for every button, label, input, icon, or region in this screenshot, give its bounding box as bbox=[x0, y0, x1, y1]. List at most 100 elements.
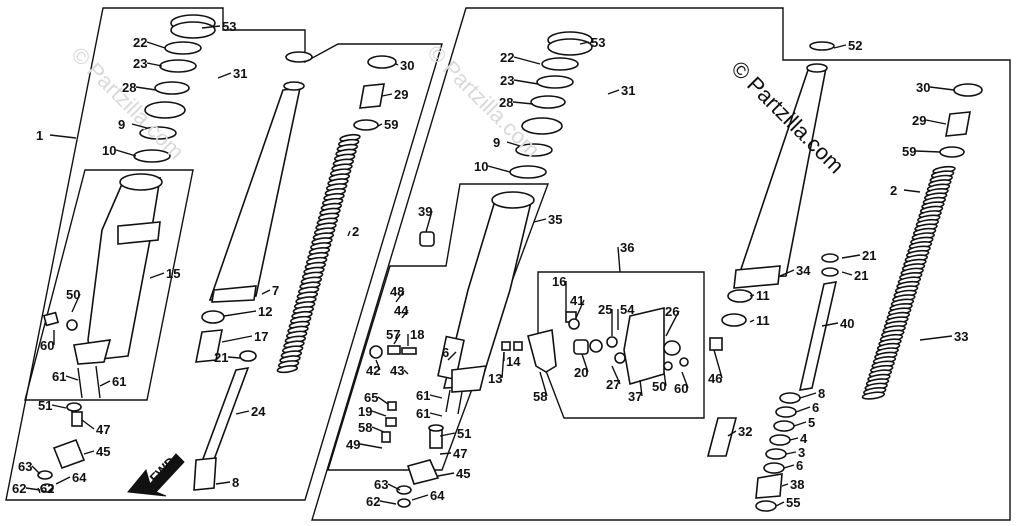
callout-left-64: 64 bbox=[72, 470, 87, 485]
callout-right-20: 20 bbox=[574, 365, 588, 380]
left-fork-slider bbox=[73, 173, 163, 365]
leader-line bbox=[261, 289, 271, 295]
leader-line bbox=[437, 472, 455, 477]
callout-right-27: 27 bbox=[606, 377, 620, 392]
callout-right-16: 16 bbox=[552, 274, 566, 289]
callout-right-45: 45 bbox=[456, 466, 470, 481]
left-fork-tube bbox=[193, 51, 313, 491]
callout-right-26: 26 bbox=[665, 304, 679, 319]
leader-line bbox=[393, 333, 401, 345]
right-fork-tube bbox=[721, 41, 835, 327]
leader-line bbox=[395, 63, 399, 66]
callout-left-7: 7 bbox=[272, 283, 279, 298]
callout-right-54: 54 bbox=[620, 302, 635, 317]
leader-line bbox=[506, 141, 521, 147]
callout-right-6: 6 bbox=[796, 458, 803, 473]
callout-right-59: 59 bbox=[902, 144, 916, 159]
callout-right-18: 18 bbox=[410, 327, 424, 342]
leader-line bbox=[663, 371, 667, 387]
leader-line bbox=[749, 319, 755, 323]
callout-left-21: 21 bbox=[214, 350, 228, 365]
callout-right-65: 65 bbox=[364, 390, 378, 405]
callout-right-13: 13 bbox=[488, 371, 502, 386]
left-fork-frame bbox=[5, 7, 443, 501]
callout-left-47: 47 bbox=[96, 422, 110, 437]
right-fork-inner-frame bbox=[327, 183, 550, 471]
leader-line bbox=[55, 476, 71, 485]
callout-right-25: 25 bbox=[598, 302, 612, 317]
callout-right-11: 11 bbox=[756, 288, 770, 303]
leader-line bbox=[799, 392, 817, 399]
leader-line bbox=[447, 351, 457, 361]
callout-right-51: 51 bbox=[457, 426, 471, 441]
leader-line bbox=[429, 412, 443, 417]
leader-line bbox=[83, 450, 95, 455]
callout-left-2: 2 bbox=[352, 224, 359, 239]
callout-right-64: 64 bbox=[430, 488, 445, 503]
leader-line bbox=[401, 309, 409, 319]
callout-left-24: 24 bbox=[251, 404, 266, 419]
leader-line bbox=[411, 494, 429, 501]
callout-left-17: 17 bbox=[254, 329, 268, 344]
callout-right-58: 58 bbox=[533, 389, 547, 404]
leader-line bbox=[99, 380, 111, 387]
leader-line bbox=[903, 189, 921, 193]
spring-coil bbox=[861, 391, 886, 400]
leader-line bbox=[65, 375, 79, 381]
leader-line bbox=[381, 93, 393, 97]
leader-line bbox=[513, 79, 539, 85]
leader-line bbox=[395, 290, 405, 303]
leader-line bbox=[223, 310, 257, 317]
callout-right-32: 32 bbox=[738, 424, 752, 439]
callout-right-22: 22 bbox=[500, 50, 514, 65]
leader-line bbox=[665, 310, 680, 337]
callout-right-33: 33 bbox=[954, 329, 968, 344]
callout-right-3: 3 bbox=[798, 445, 805, 460]
callout-left-45: 45 bbox=[96, 444, 110, 459]
callout-right-62: 62 bbox=[366, 494, 380, 509]
callout-left-28: 28 bbox=[122, 80, 136, 95]
leader-line bbox=[217, 72, 232, 79]
leader-line bbox=[235, 410, 250, 415]
callout-left-50: 50 bbox=[66, 287, 80, 302]
callout-left-61: 61 bbox=[112, 374, 126, 389]
callout-left-22: 22 bbox=[133, 35, 147, 50]
leader-line bbox=[775, 501, 785, 507]
leader-line bbox=[617, 246, 621, 273]
leader-line bbox=[377, 123, 383, 127]
callout-right-61: 61 bbox=[416, 388, 430, 403]
callout-left-59: 59 bbox=[384, 117, 398, 132]
callout-right-40: 40 bbox=[840, 316, 854, 331]
leader-line bbox=[611, 365, 621, 385]
callout-right-5: 5 bbox=[808, 415, 815, 430]
callout-left-8: 8 bbox=[232, 475, 239, 490]
left-fork-cap bbox=[353, 55, 397, 131]
callout-left-12: 12 bbox=[258, 304, 272, 319]
leader-line bbox=[793, 421, 807, 427]
leader-line bbox=[749, 294, 755, 297]
leader-line bbox=[31, 465, 41, 475]
callout-left-63: 63 bbox=[18, 459, 32, 474]
leader-line bbox=[227, 356, 241, 359]
callout-right-28: 28 bbox=[499, 95, 513, 110]
leader-line bbox=[377, 396, 389, 405]
leader-line bbox=[579, 41, 590, 45]
leader-line bbox=[581, 353, 589, 373]
leader-line bbox=[533, 218, 547, 223]
leader-line bbox=[795, 406, 811, 413]
leader-line bbox=[779, 269, 795, 277]
leader-line bbox=[221, 335, 253, 343]
leader-line bbox=[71, 293, 81, 313]
callout-left-10: 10 bbox=[102, 143, 116, 158]
damper-assembly bbox=[501, 306, 723, 386]
callout-right-8: 8 bbox=[818, 386, 825, 401]
callout-left-31: 31 bbox=[233, 66, 247, 81]
callout-right-47: 47 bbox=[453, 446, 467, 461]
leader-line bbox=[789, 437, 799, 441]
leader-line bbox=[387, 483, 401, 491]
leader-line bbox=[501, 351, 505, 379]
leader-line bbox=[783, 464, 795, 469]
fwd-arrow: FWD bbox=[127, 453, 185, 497]
leader-line bbox=[785, 451, 797, 455]
